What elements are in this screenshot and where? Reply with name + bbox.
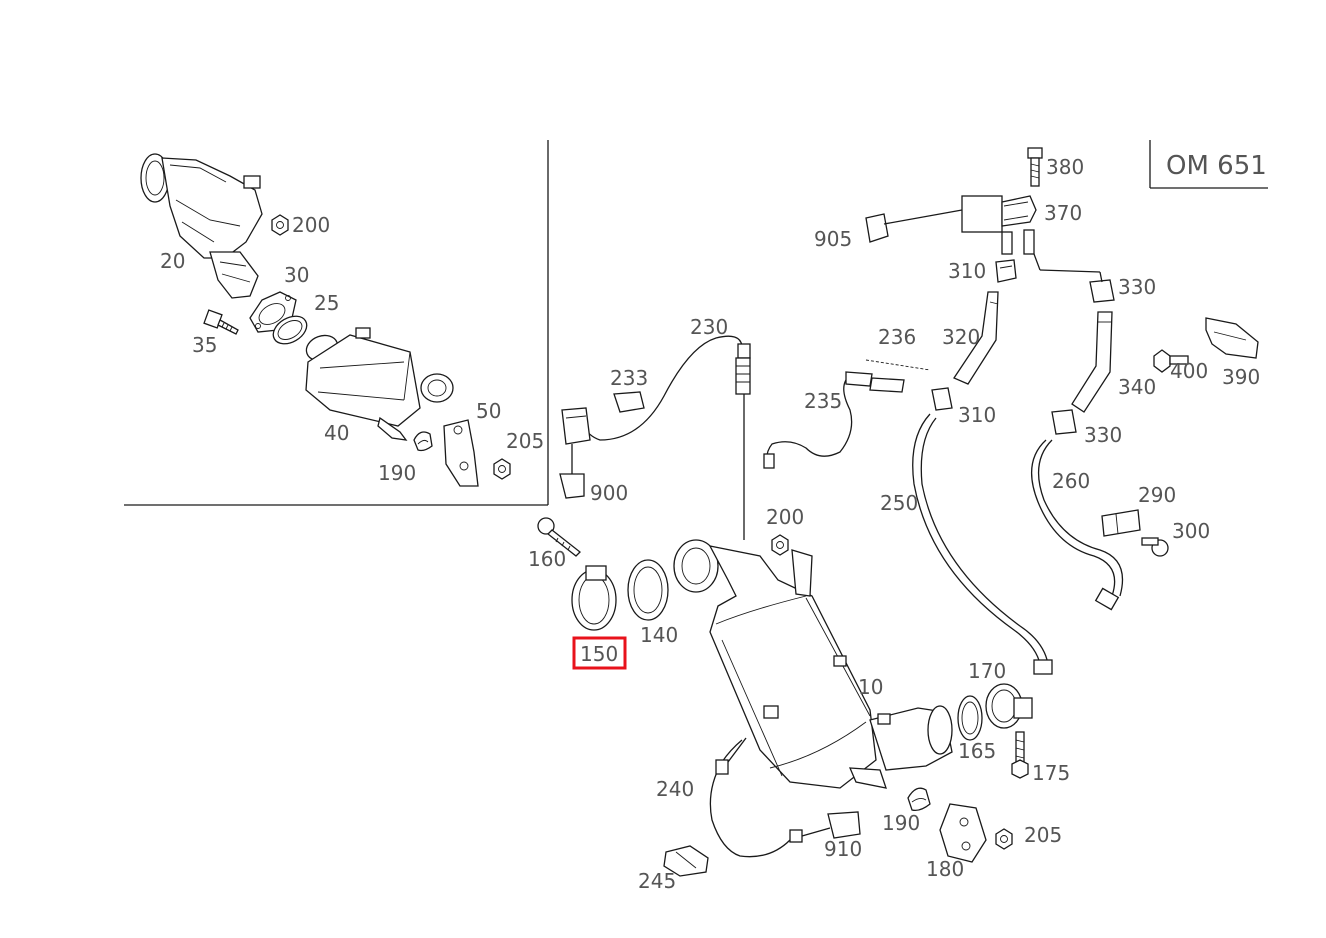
inset-nut-205[interactable] [493,458,511,480]
bolt-175[interactable] [1011,731,1029,779]
sensor-bracket-205[interactable] [561,407,591,445]
nut-205[interactable] [995,828,1013,850]
label-10[interactable]: 10 [858,675,883,699]
label-235[interactable]: 235 [804,389,842,413]
label-233[interactable]: 233 [610,366,648,390]
label-180[interactable]: 180 [926,857,964,881]
label-900[interactable]: 900 [590,481,628,505]
label-175[interactable]: 175 [1032,761,1070,785]
temp-sensor-240[interactable] [709,737,831,858]
hose-clamp-310-lower[interactable] [931,387,953,411]
label-190[interactable]: 190 [882,811,920,835]
dpf-10[interactable] [673,539,953,789]
pipe-250[interactable] [912,413,1053,675]
inset-bracket-50[interactable] [443,419,479,487]
label-20[interactable]: 20 [160,249,185,273]
pipe-260[interactable] [1031,439,1124,611]
label-50[interactable]: 50 [476,399,501,423]
inset-turbo-outlet[interactable] [140,153,263,299]
label-330-lower[interactable]: 330 [1084,423,1122,447]
label-290[interactable]: 290 [1138,483,1176,507]
label-30[interactable]: 30 [284,263,309,287]
label-35[interactable]: 35 [192,333,217,357]
label-300[interactable]: 300 [1172,519,1210,543]
label-40[interactable]: 40 [324,421,349,445]
connector-910[interactable] [827,811,861,839]
label-200[interactable]: 200 [766,505,804,529]
label-240[interactable]: 240 [656,777,694,801]
label-320[interactable]: 320 [942,325,980,349]
label-190-inset[interactable]: 190 [378,461,416,485]
label-205-inset[interactable]: 205 [506,429,544,453]
nut-200[interactable] [771,534,789,556]
label-200-inset[interactable]: 200 [292,213,330,237]
hose-clamp-310-top[interactable] [995,259,1017,283]
label-310-lower[interactable]: 310 [958,403,996,427]
label-205[interactable]: 205 [1024,823,1062,847]
ring-140[interactable] [627,559,669,621]
temp-sensor-235[interactable] [763,371,873,469]
inset-nut-200[interactable] [271,214,289,236]
label-245[interactable]: 245 [638,869,676,893]
selected-part-highlight [572,636,627,670]
label-230[interactable]: 230 [690,315,728,339]
bolt-300[interactable] [1141,537,1169,557]
label-340[interactable]: 340 [1118,375,1156,399]
label-140[interactable]: 140 [640,623,678,647]
label-236[interactable]: 236 [878,325,916,349]
engine-code-box: OM 651 [1149,140,1268,189]
label-170[interactable]: 170 [968,659,1006,683]
label-160[interactable]: 160 [528,547,566,571]
hose-320[interactable] [953,291,999,385]
label-165[interactable]: 165 [958,739,996,763]
inset-ring-25[interactable] [268,311,311,350]
clamp-170[interactable] [985,683,1033,729]
hose-340[interactable] [1071,311,1113,413]
inset-panel [124,140,549,506]
label-150[interactable]: 150 [580,642,618,666]
bolt-160[interactable] [537,517,581,557]
label-905[interactable]: 905 [814,227,852,251]
hose-clamp-330-top[interactable] [1033,253,1115,303]
label-250[interactable]: 250 [880,491,918,515]
label-330-top[interactable]: 330 [1118,275,1156,299]
bracket-180[interactable] [939,803,987,863]
engine-code: OM 651 [1166,151,1267,181]
label-390[interactable]: 390 [1222,365,1260,389]
clamp-150[interactable] [571,565,617,631]
retaining-strip-236[interactable] [865,359,931,393]
ring-165[interactable] [957,695,983,741]
label-310-top[interactable]: 310 [948,259,986,283]
bolt-380[interactable] [1027,147,1043,187]
label-400[interactable]: 400 [1170,359,1208,383]
pressure-sensor-370[interactable] [961,195,1037,255]
connector-900[interactable] [559,444,585,499]
hose-clamp-330-lower[interactable] [1051,409,1077,435]
inset-clip-190[interactable] [413,431,433,452]
label-25[interactable]: 25 [314,291,339,315]
holder-245[interactable] [663,845,709,877]
label-380[interactable]: 380 [1046,155,1084,179]
part-labels: 200 20 30 25 35 40 50 205 190 380 370 90… [160,155,1260,893]
lambda-sensor-230[interactable] [581,335,751,540]
bracket-390[interactable] [1205,317,1259,359]
label-260[interactable]: 260 [1052,469,1090,493]
bolt-400[interactable] [1153,349,1189,373]
label-370[interactable]: 370 [1044,201,1082,225]
bracket-290[interactable] [1101,509,1141,537]
connector-233[interactable] [613,391,645,413]
connector-905[interactable] [865,209,963,243]
clip-190[interactable] [907,787,931,812]
inset-dpf-40[interactable] [303,327,454,441]
inset-bolt-35[interactable] [203,309,239,335]
label-910[interactable]: 910 [824,837,862,861]
